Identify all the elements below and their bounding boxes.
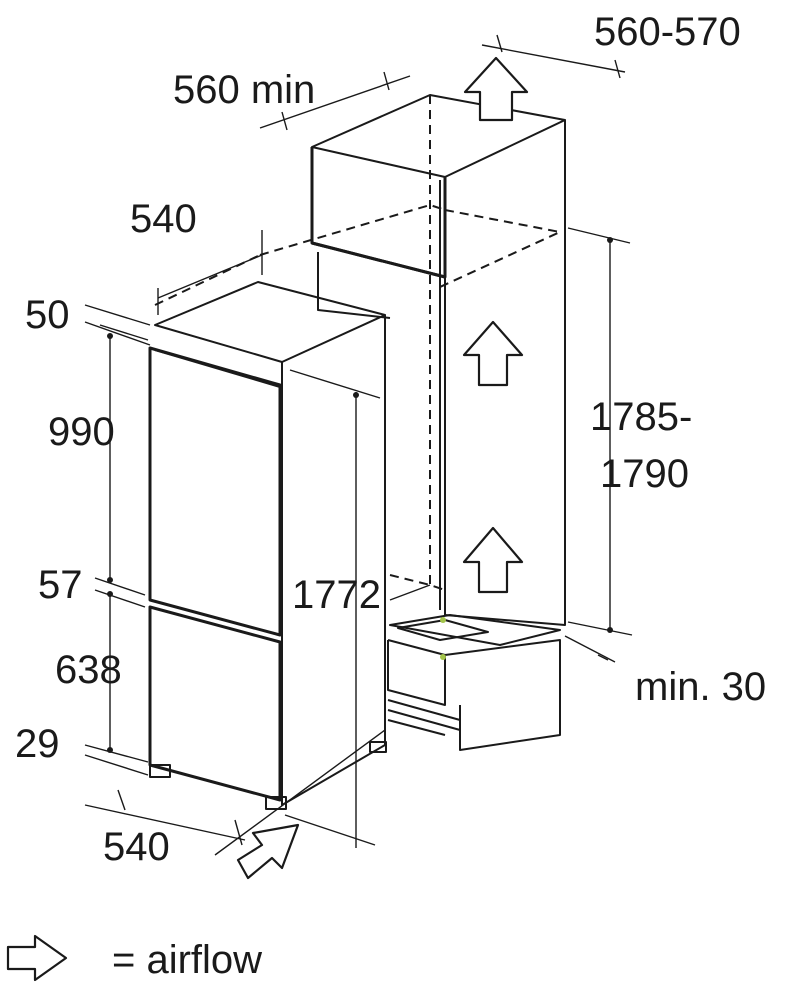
dim-top-gap-ext2 [84, 321, 151, 346]
dim-door-gap-ext2 [94, 589, 146, 608]
vent-grille-3 [387, 719, 446, 736]
hidden-top-edge-right [439, 209, 564, 288]
label-bottom-gap: 29 [15, 722, 60, 766]
dim-appliance-depth-line [84, 804, 246, 841]
niche-cabinet [154, 94, 566, 751]
lower-door [148, 605, 282, 802]
label-niche-depth: 560-570 [594, 10, 741, 54]
dim-height-leader [389, 584, 431, 601]
dim-appliance-width-line [157, 254, 263, 299]
cupboard-bottom-edge [311, 241, 446, 279]
plinth-top [389, 614, 561, 646]
dim-vent-line [564, 635, 616, 663]
vent-grille-1 [387, 699, 461, 721]
dimension-lines [84, 34, 633, 856]
upper-door-top-edge [154, 349, 281, 388]
legend-airflow-label: = airflow [112, 938, 262, 982]
foot-rear [369, 741, 387, 753]
airflow-arrow-inlet-icon [236, 823, 300, 880]
marker-dot-2 [440, 654, 446, 660]
label-door-gap: 57 [38, 563, 83, 607]
dim-height-ext-top [289, 369, 381, 399]
label-appliance-depth-bottom: 540 [103, 825, 170, 869]
marker-dot-1 [440, 617, 446, 623]
niche-top-panel [311, 94, 566, 178]
dim-bottom-gap-ext2 [84, 754, 149, 776]
dim-niche-width-line [259, 75, 411, 129]
label-niche-height-1: 1785- [590, 395, 692, 439]
plinth-front [387, 639, 446, 706]
airflow-arrow-top-icon [463, 56, 529, 122]
dim-door-gap-ext1 [94, 577, 146, 596]
plinth-opening [397, 619, 489, 641]
niche-right-side [444, 120, 566, 626]
label-lower-door: 638 [55, 648, 122, 692]
hidden-top-edge-left [259, 203, 446, 256]
dim-niche-depth-line [481, 44, 626, 73]
upper-door [148, 346, 282, 637]
appliance-side [281, 315, 386, 806]
label-niche-height-2: 1790 [600, 452, 689, 496]
legend-arrow-icon [6, 934, 68, 982]
niche-top-front [310, 147, 447, 279]
foot-front-left [149, 764, 171, 778]
appliance-top [154, 281, 386, 363]
label-niche-width: 560 min [173, 68, 315, 112]
label-upper-door: 990 [48, 410, 115, 454]
label-top-gap: 50 [25, 293, 70, 337]
dim-niche-height-ext-top [567, 227, 631, 244]
appliance [148, 281, 387, 810]
dim-depth-ext-right [214, 729, 386, 856]
label-vent-min: min. 30 [635, 665, 766, 709]
dim-height-ext-bottom [284, 814, 376, 846]
airflow-arrow-lower-icon [462, 526, 524, 594]
label-appliance-width-top: 540 [130, 197, 197, 241]
airflow-arrow-upper-icon [462, 320, 524, 387]
airflow-arrows [6, 56, 529, 982]
dim-top-gap-ext1 [84, 304, 151, 326]
dim-niche-height-ext-bottom [567, 621, 633, 636]
vent-grille-2 [387, 709, 461, 731]
dimension-labels: 560-570 560 min 540 50 990 57 638 29 177… [15, 10, 766, 982]
hidden-base-edge [389, 574, 446, 591]
plinth-side [444, 639, 561, 751]
dim-bottom-gap-ext1 [84, 744, 149, 763]
niche-left-wall [317, 252, 391, 319]
label-appliance-height: 1772 [292, 573, 381, 617]
